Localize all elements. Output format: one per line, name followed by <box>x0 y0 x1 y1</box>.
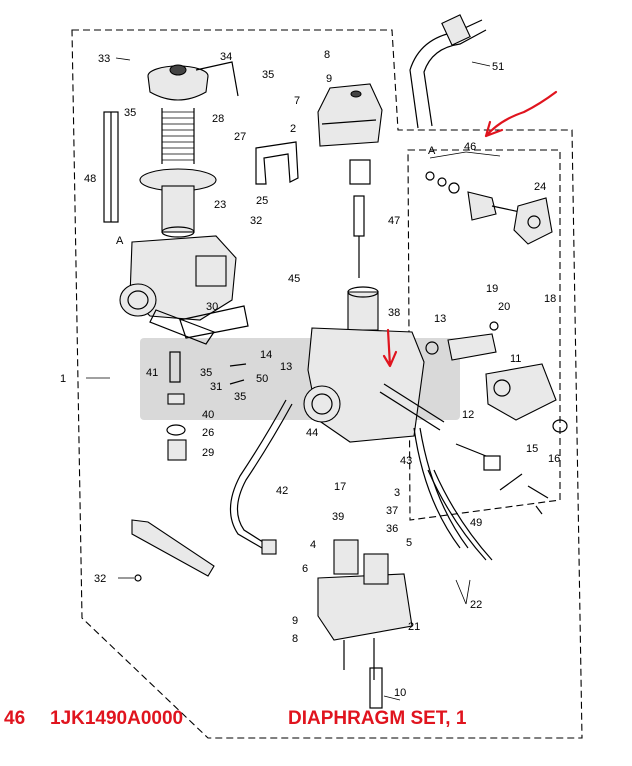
callout-20: 20 <box>498 301 510 313</box>
bracket-32 <box>118 519 215 582</box>
callout-29: 29 <box>202 447 214 459</box>
callout-15: 15 <box>526 443 538 455</box>
part-number: 1JK1490A0000 <box>50 708 184 729</box>
callout-50: 50 <box>256 373 268 385</box>
part-caption: 46 1JK1490A0000 DIAPHRAGM SET, 1 <box>0 708 632 738</box>
hoses-22-49 <box>413 427 493 561</box>
callout-24: 24 <box>534 181 546 193</box>
callout-2: 2 <box>290 123 296 135</box>
callout-23: 23 <box>214 199 226 211</box>
throttle-cable-50 <box>229 399 293 555</box>
callout-42: 42 <box>276 485 288 497</box>
cover-24 <box>513 197 553 245</box>
part-description: DIAPHRAGM SET, 1 <box>288 708 467 729</box>
callout-22: 22 <box>470 599 482 611</box>
callout-7: 7 <box>294 95 300 107</box>
callout-4: 4 <box>310 539 316 551</box>
callout-32: 32 <box>94 573 106 585</box>
callout-44: 44 <box>306 427 318 439</box>
callout-8: 8 <box>324 49 330 61</box>
callout-35: 35 <box>124 107 136 119</box>
callout-35: 35 <box>200 367 212 379</box>
callout-37: 37 <box>386 505 398 517</box>
carb-body-center <box>303 286 445 443</box>
callout-27: 27 <box>234 131 246 143</box>
callout-41: 41 <box>146 367 158 379</box>
diaphragm-kit-46 <box>425 171 521 221</box>
bracket-25 <box>255 141 299 185</box>
top-cover-2 <box>317 83 383 147</box>
callout-51: 51 <box>492 61 504 73</box>
callout-32: 32 <box>250 215 262 227</box>
callout-3: 3 <box>394 487 400 499</box>
red-check-mark-icon <box>382 328 398 368</box>
callout-38: 38 <box>388 307 400 319</box>
assembly-frame <box>71 29 583 739</box>
callout-1: 1 <box>60 373 66 385</box>
needle-48 <box>103 111 119 223</box>
red-arrow-icon <box>484 90 558 138</box>
diaphragm-cover-34 <box>147 61 239 101</box>
part-ref: 46 <box>4 708 26 729</box>
callout-25: 25 <box>256 195 268 207</box>
callout-11: 11 <box>510 353 521 365</box>
callout-8: 8 <box>292 633 298 645</box>
callout-39: 39 <box>332 511 344 523</box>
leader-lines <box>86 57 501 701</box>
callout-34: 34 <box>220 51 232 63</box>
callout-26: 26 <box>202 427 214 439</box>
callout-36: 36 <box>386 523 398 535</box>
callout-18: 18 <box>544 293 556 305</box>
callout-43: 43 <box>400 455 412 467</box>
bracket-14 <box>447 333 497 361</box>
callout-6: 6 <box>302 563 308 575</box>
callout-19: 19 <box>486 283 498 295</box>
callout-28: 28 <box>212 113 224 125</box>
fuel-hose-51 <box>409 14 487 129</box>
needle-assembly-47 <box>349 159 371 278</box>
callout-45: 45 <box>288 273 300 285</box>
drain-tube-10 <box>369 667 383 709</box>
callout-30: 30 <box>206 301 218 313</box>
link-arm-30 <box>179 305 249 385</box>
small-parts-right <box>425 321 568 515</box>
callout-12: 12 <box>462 409 474 421</box>
callout-17: 17 <box>334 481 346 493</box>
callout-9: 9 <box>326 73 332 85</box>
callout-35: 35 <box>234 391 246 403</box>
callout-35: 35 <box>262 69 274 81</box>
callout-13: 13 <box>434 313 446 325</box>
callout-48: 48 <box>84 173 96 185</box>
callout-9: 9 <box>292 615 298 627</box>
jet-stack-left <box>166 351 187 461</box>
callout-21: 21 <box>408 621 420 633</box>
callout-A: A <box>116 235 124 247</box>
callout-16: 16 <box>548 453 560 465</box>
callout-31: 31 <box>210 381 222 393</box>
callout-10: 10 <box>394 687 406 699</box>
callout-14: 14 <box>260 349 272 361</box>
float-bowl-6 <box>317 539 413 680</box>
callout-40: 40 <box>202 409 214 421</box>
callout-49: 49 <box>470 517 482 529</box>
callout-47: 47 <box>388 215 400 227</box>
callout-13: 13 <box>280 361 292 373</box>
callout-A: A <box>428 145 436 157</box>
carb-body-left <box>119 235 237 345</box>
callout-labels: 33 34 35 35 28 48 23 A 8 9 7 2 27 25 32 … <box>60 49 560 699</box>
piston-valve-23 <box>139 168 217 238</box>
spring-28 <box>161 108 195 164</box>
throttle-linkage-11 <box>485 363 557 421</box>
callout-33: 33 <box>98 53 110 65</box>
callout-46: 46 <box>464 141 476 153</box>
callout-5: 5 <box>406 537 412 549</box>
